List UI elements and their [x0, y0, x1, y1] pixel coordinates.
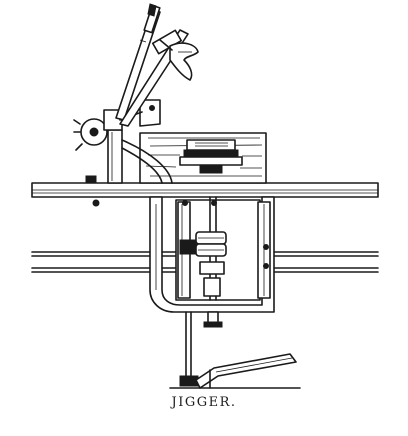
spindle-assembly — [179, 196, 227, 301]
pivot-weight — [73, 99, 161, 151]
lever-arm — [115, 3, 199, 127]
upright-post — [85, 129, 173, 184]
adjusting-screw — [203, 311, 223, 328]
bench-top — [31, 182, 379, 198]
jigger-head — [179, 139, 243, 174]
figure-caption: JIGGER. — [171, 395, 237, 410]
treadle — [169, 311, 301, 389]
table-bolt — [92, 199, 100, 207]
under-frame — [149, 196, 275, 313]
